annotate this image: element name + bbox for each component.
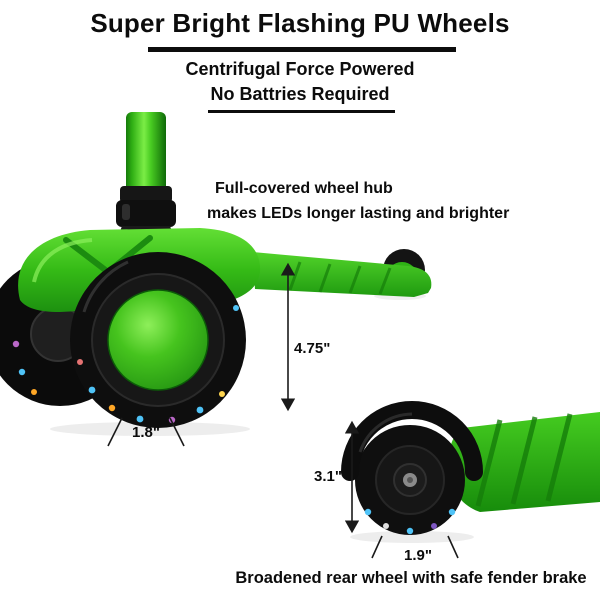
rear-wheel — [355, 425, 465, 535]
subtitle-line2: No Battries Required — [210, 84, 390, 104]
deck — [252, 252, 432, 297]
page-title: Super Bright Flashing PU Wheels — [90, 8, 510, 38]
bottom-caption: Broadened rear wheel with safe fender br… — [235, 569, 587, 587]
title-underline — [148, 47, 456, 52]
subtitle-underline — [208, 110, 395, 113]
hub-annotation-line1: Full-covered wheel hub — [215, 180, 393, 197]
front-scooter-photo — [0, 112, 432, 436]
deck-height-label: 4.75" — [294, 340, 331, 357]
stem — [126, 112, 166, 194]
measurement-lines — [107, 262, 459, 559]
front-main-wheel — [70, 252, 246, 428]
front-width-tick-right — [169, 417, 185, 447]
hub-annotation-line2: makes LEDs longer lasting and brighter — [207, 205, 510, 222]
rear-width-tick-left — [371, 535, 383, 559]
subtitle-line1: Centrifugal Force Powered — [185, 59, 415, 79]
front-wheel-width-label: 1.8" — [132, 424, 160, 441]
rear-wheel-photo — [341, 401, 600, 543]
rear-wheel-height-label: 3.1" — [314, 468, 342, 485]
rear-wheel-width-label: 1.9" — [404, 547, 432, 564]
rear-width-tick-right — [447, 535, 459, 559]
front-width-tick-left — [107, 417, 123, 447]
